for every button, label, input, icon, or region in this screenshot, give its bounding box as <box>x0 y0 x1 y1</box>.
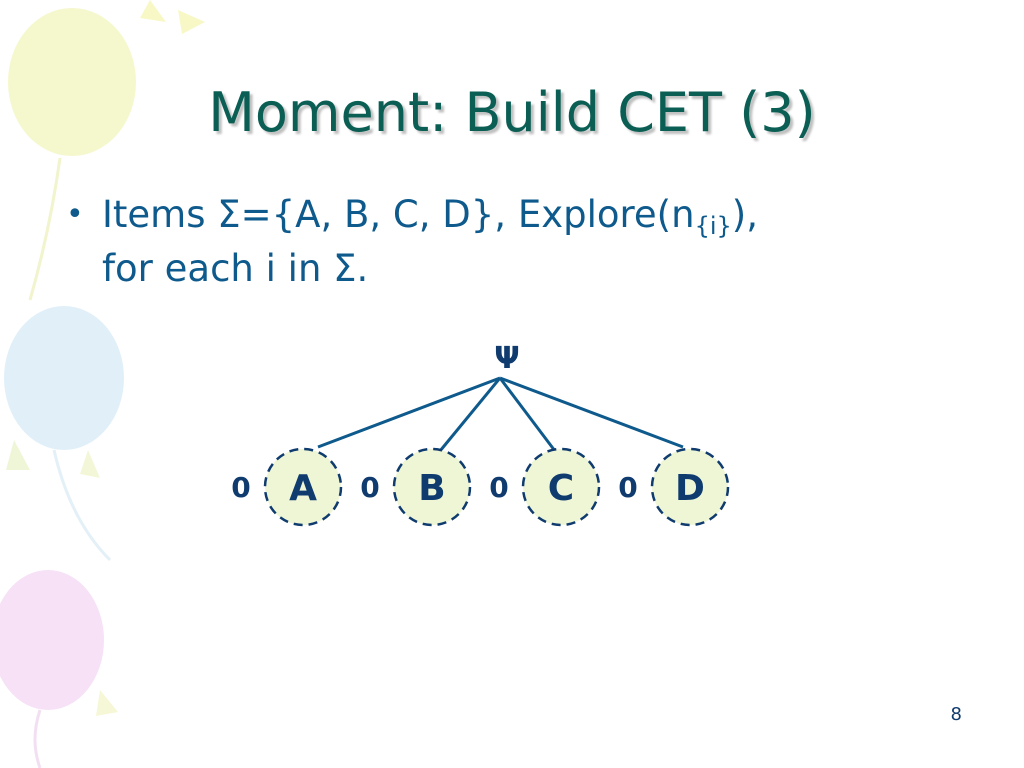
tree-node-count: 0 <box>360 471 379 504</box>
tree-edge-a <box>317 376 501 449</box>
tree-node-c: C0 <box>489 447 601 527</box>
bullet-text: Items Σ={A, B, C, D}, Explore(n{i}), for… <box>102 188 966 296</box>
tree-node-b: B0 <box>360 447 472 527</box>
bullet-item: • Items Σ={A, B, C, D}, Explore(n{i}), f… <box>66 188 966 296</box>
page-number: 8 <box>950 704 962 725</box>
tree-edges <box>317 376 684 452</box>
tree-edge-b <box>438 377 502 452</box>
slide-title: Moment: Build CET (3) <box>208 81 816 144</box>
tree-node-label: B <box>418 468 445 509</box>
balloon-pink <box>0 570 118 768</box>
tree-node-circle <box>392 447 472 527</box>
balloon-blue <box>4 306 124 562</box>
tree-node-circle <box>521 447 601 527</box>
tree-node-count: 0 <box>618 471 637 504</box>
bullet-marker: • <box>66 197 84 232</box>
tree-edge-c <box>498 377 557 452</box>
bullet-text-part2: ), <box>731 193 758 236</box>
tree-node-circle <box>263 447 343 527</box>
tree-node-label: C <box>548 468 574 509</box>
tree-node-count: 0 <box>489 471 508 504</box>
tree-node-d: D0 <box>618 447 730 527</box>
tree-node-label: D <box>675 468 705 509</box>
tree-node-circle <box>650 447 730 527</box>
bullet-text-part1: Items Σ={A, B, C, D}, Explore(n <box>102 193 695 236</box>
tree-edge-d <box>499 376 684 449</box>
balloon-yellow <box>8 0 205 301</box>
tree-node-count: 0 <box>231 471 250 504</box>
bullet-text-line2: for each i in Σ. <box>102 247 369 290</box>
tree-node-label: A <box>289 468 317 509</box>
tree-node-a: A0 <box>231 447 343 527</box>
bullet-subscript: {i} <box>694 212 732 240</box>
root-node-label: Ψ <box>494 341 520 376</box>
